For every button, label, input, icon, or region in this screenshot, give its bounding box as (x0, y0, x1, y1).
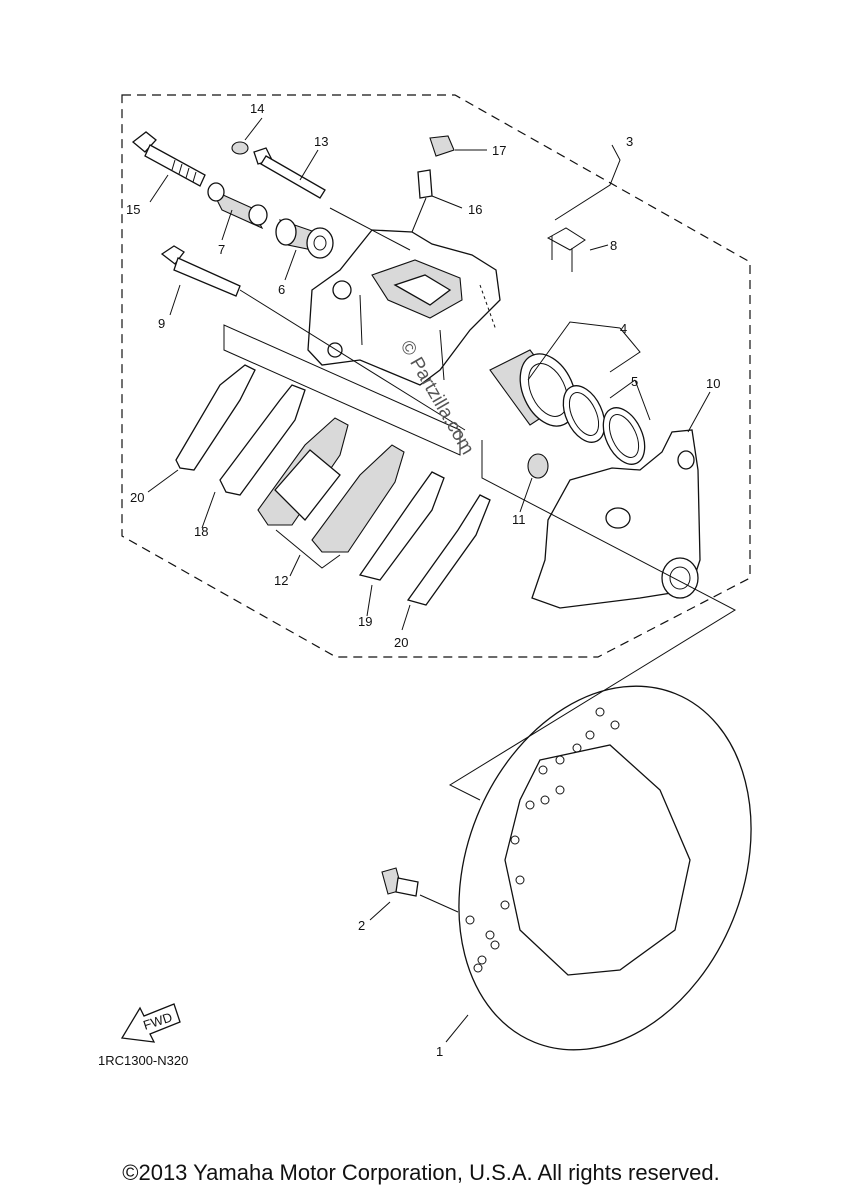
diagram-code: 1RC1300-N320 (98, 1053, 188, 1068)
callout-9: 9 (158, 316, 165, 331)
callout-8: 8 (610, 238, 617, 253)
part-17-bleed-cap (429, 135, 455, 157)
part-11-bush (527, 453, 549, 479)
pad-kit-outline (223, 324, 461, 456)
callout-5: 5 (631, 374, 638, 389)
callout-6: 6 (278, 282, 285, 297)
callout-3: 3 (626, 134, 633, 149)
callout-19: 19 (358, 614, 372, 629)
part-9-bolt (160, 245, 241, 297)
callout-1: 1 (436, 1044, 443, 1059)
callout-7: 7 (218, 242, 225, 257)
callout-11: 11 (512, 512, 526, 527)
part-13-pin (253, 147, 326, 199)
part-8-clip (546, 227, 586, 272)
fwd-arrow-icon: FWD (120, 1003, 181, 1043)
callout-13: 13 (314, 134, 328, 149)
part-7-sleeve (207, 182, 268, 230)
part-6-boot (275, 218, 334, 259)
pad-group-outline (275, 529, 341, 569)
callout-4: 4 (620, 321, 627, 336)
caliper-body (307, 229, 501, 386)
part-5-seals (562, 385, 646, 465)
part-12-pad-outer (257, 417, 349, 526)
copyright-notice: ©2013 Yamaha Motor Corporation, U.S.A. A… (122, 1160, 720, 1185)
part-1-brake-disc (458, 685, 752, 1051)
part-12-pad-inner (311, 444, 405, 553)
part-20-shim-right (406, 494, 491, 606)
part-18-shim (219, 384, 306, 496)
part-15-bolt (131, 131, 206, 187)
callout-2: 2 (358, 918, 365, 933)
callout-20-left: 20 (130, 490, 144, 505)
callout-18: 18 (194, 524, 208, 539)
callout-12: 12 (274, 573, 288, 588)
part-16-bleed-screw (411, 169, 433, 233)
callout-10: 10 (706, 376, 720, 391)
callout-16: 16 (468, 202, 482, 217)
part-14-cap (231, 141, 249, 155)
leader-lines (147, 117, 737, 1043)
part-20-shim-left (175, 364, 256, 471)
part-19-shim (358, 471, 445, 581)
callout-14: 14 (250, 101, 264, 116)
callout-17: 17 (492, 143, 506, 158)
callout-15: 15 (126, 202, 140, 217)
caliper-assembly-boundary (121, 94, 751, 658)
callout-20-right: 20 (394, 635, 408, 650)
part-2-disc-bolt (381, 867, 459, 913)
part-10-bracket (531, 429, 701, 609)
